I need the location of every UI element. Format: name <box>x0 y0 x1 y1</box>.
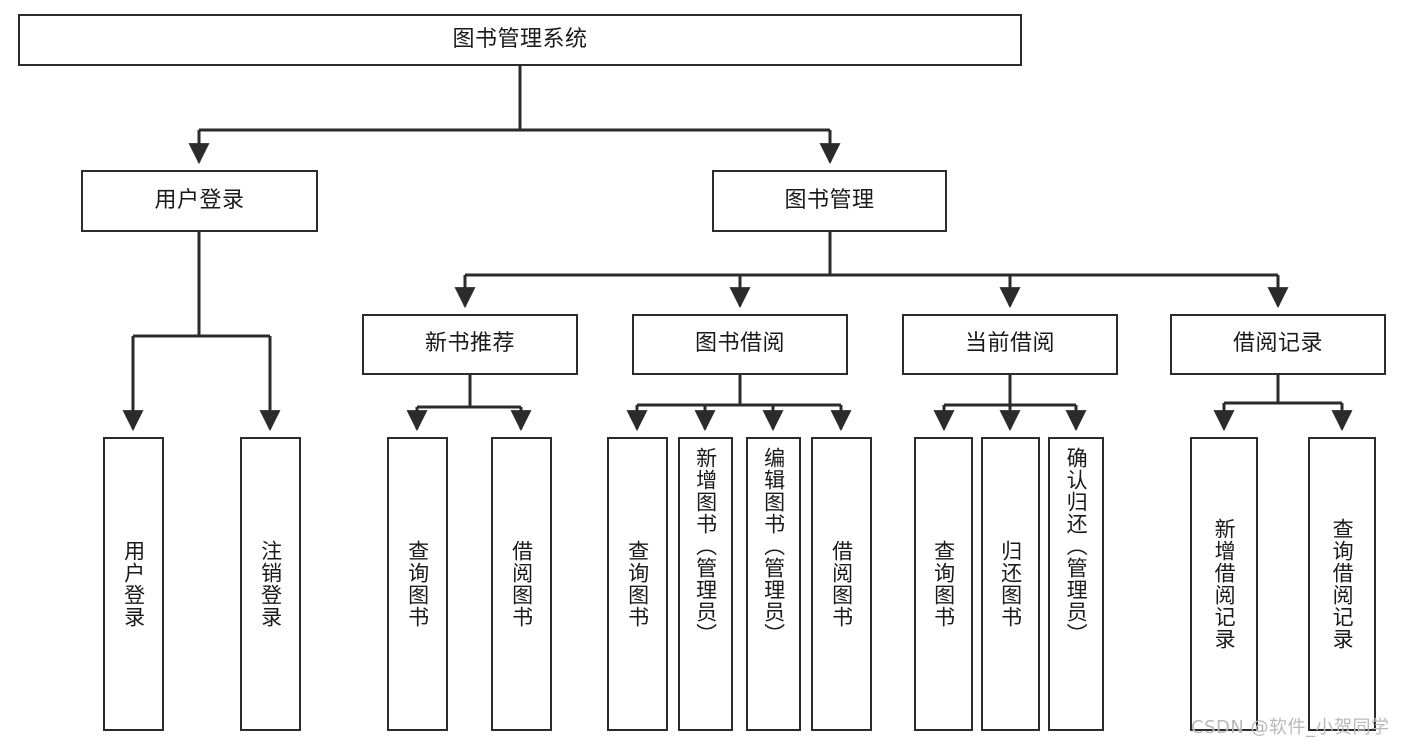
node-label: 注销登录 <box>258 540 283 628</box>
leaf-return-book[interactable]: 归还图书 <box>981 437 1040 731</box>
leaf-confirm-return-admin[interactable]: 确认归还（管理员） <box>1048 437 1104 731</box>
leaf-query-borrow-record[interactable]: 查询借阅记录 <box>1308 437 1376 731</box>
node-book-borrow[interactable]: 图书借阅 <box>632 314 848 375</box>
watermark-text: CSDN @软件_小贺同学 <box>1191 717 1390 738</box>
node-label: 查询图书 <box>625 540 650 628</box>
node-current-borrow[interactable]: 当前借阅 <box>902 314 1118 375</box>
node-label: 查询图书 <box>931 540 956 628</box>
leaf-add-book-admin[interactable]: 新增图书（管理员） <box>678 437 733 731</box>
leaf-borrow-book-borrow[interactable]: 借阅图书 <box>811 437 872 731</box>
node-label: 新增图书（管理员） <box>693 447 718 645</box>
node-label: 借阅图书 <box>829 540 854 628</box>
node-label: 查询借阅记录 <box>1330 518 1355 650</box>
leaf-user-logout[interactable]: 注销登录 <box>240 437 301 731</box>
node-root-system[interactable]: 图书管理系统 <box>18 14 1022 66</box>
node-new-book-recommend[interactable]: 新书推荐 <box>362 314 578 375</box>
node-label: 新增借阅记录 <box>1212 518 1237 650</box>
node-label: 图书管理 <box>784 187 875 213</box>
node-label: 借阅记录 <box>1232 331 1323 357</box>
node-label: 编辑图书（管理员） <box>761 447 786 645</box>
node-borrow-record[interactable]: 借阅记录 <box>1170 314 1386 375</box>
node-label: 借阅图书 <box>509 540 534 628</box>
node-user-login[interactable]: 用户登录 <box>81 170 318 232</box>
node-label: 用户登录 <box>154 187 245 213</box>
leaf-edit-book-admin[interactable]: 编辑图书（管理员） <box>746 437 801 731</box>
leaf-borrow-book-recommend[interactable]: 借阅图书 <box>491 437 552 731</box>
node-label: 用户登录 <box>121 540 146 628</box>
leaf-query-book-borrow[interactable]: 查询图书 <box>607 437 668 731</box>
leaf-query-book-recommend[interactable]: 查询图书 <box>387 437 448 731</box>
leaf-user-login[interactable]: 用户登录 <box>103 437 164 731</box>
node-label: 图书借阅 <box>694 331 785 357</box>
node-label: 确认归还（管理员） <box>1064 447 1089 645</box>
node-book-management[interactable]: 图书管理 <box>712 170 947 232</box>
node-label: 当前借阅 <box>964 331 1055 357</box>
leaf-add-borrow-record[interactable]: 新增借阅记录 <box>1190 437 1258 731</box>
node-label: 归还图书 <box>998 540 1023 628</box>
node-label: 图书管理系统 <box>452 26 588 52</box>
leaf-query-book-current[interactable]: 查询图书 <box>914 437 973 731</box>
node-label: 查询图书 <box>405 540 430 628</box>
node-label: 新书推荐 <box>424 331 515 357</box>
